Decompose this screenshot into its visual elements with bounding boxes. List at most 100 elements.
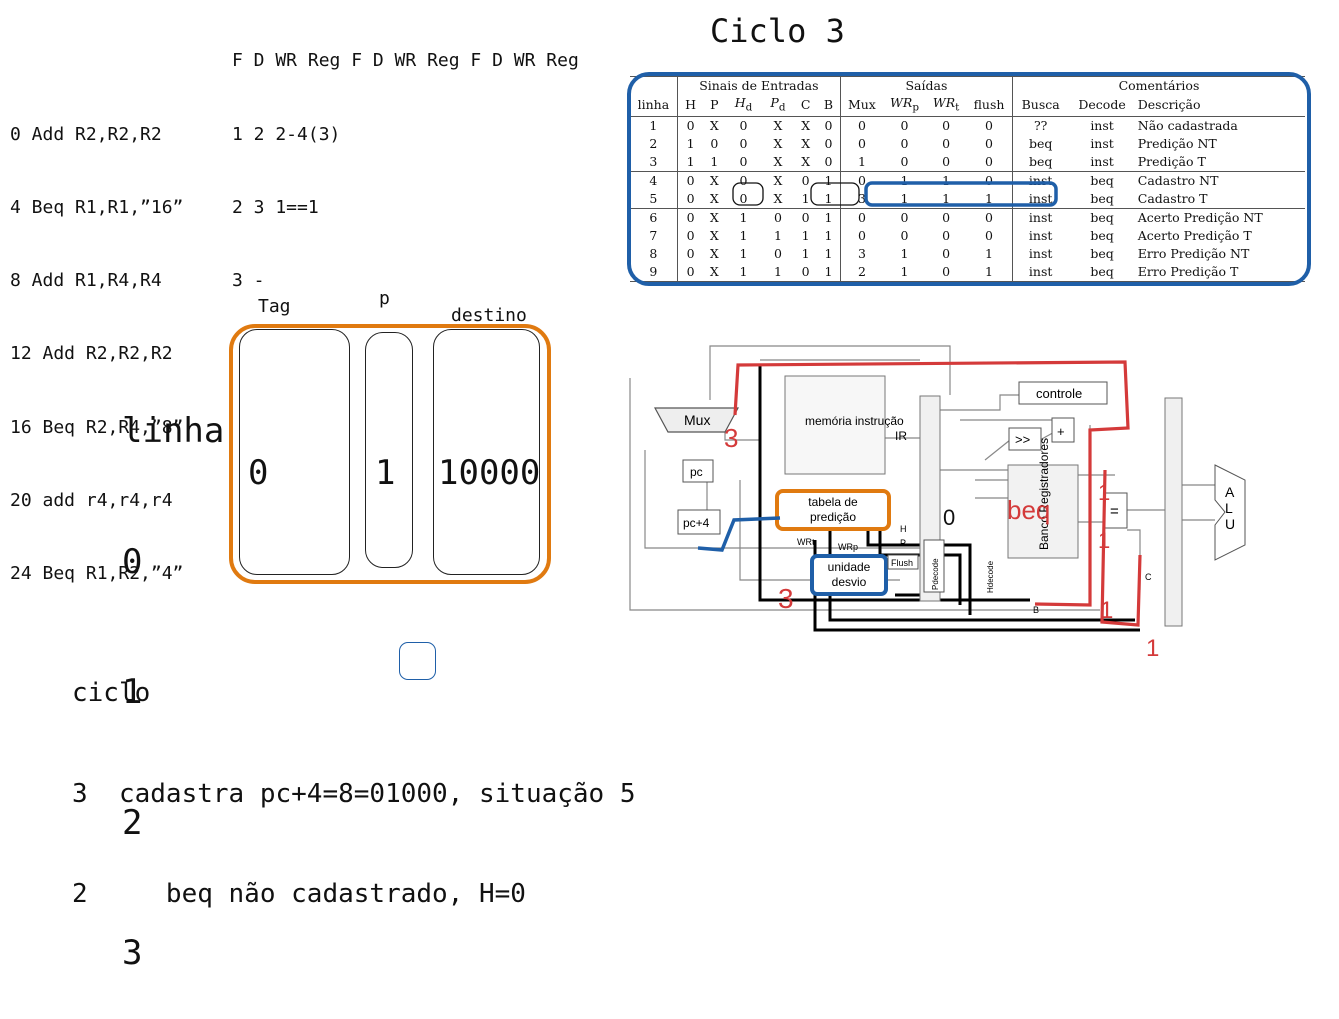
- shift-label: >>: [1015, 432, 1030, 447]
- mux-shape: [653, 407, 740, 433]
- branch-unit-annotation: 3: [778, 583, 794, 614]
- tag-column: [239, 329, 350, 575]
- table-cell: X: [761, 170, 795, 190]
- flush-label: Flush: [891, 558, 913, 568]
- instruction-memory-box: [784, 375, 886, 475]
- table-cell: 0: [686, 245, 695, 261]
- column-header: P: [703, 95, 726, 117]
- column-header: C: [794, 95, 818, 117]
- table-cell: 1: [710, 153, 719, 169]
- table-cell: 0: [739, 153, 748, 169]
- table-cell: Não cadastrada: [1137, 117, 1238, 133]
- table-cell: 1: [817, 226, 841, 245]
- pipeline-trace: 1 2 2-4(3) 2 3 1==1 3 -: [232, 74, 340, 318]
- table-cell: 0: [686, 117, 695, 133]
- row-header: linha: [122, 411, 225, 451]
- program-line: 20 add r4,r4,r4: [10, 489, 173, 511]
- table-cell: 0: [794, 170, 818, 190]
- table-cell: 0: [942, 245, 951, 261]
- table-cell: X: [801, 117, 811, 133]
- column-header: WRp: [882, 95, 927, 117]
- zero-annotation: 0: [943, 505, 955, 530]
- column-header: Hd: [725, 95, 762, 117]
- table-cell: beq: [1090, 190, 1114, 206]
- table-cell: beq: [1028, 135, 1053, 151]
- table-cell: 0: [686, 227, 695, 243]
- table-cell: X: [709, 245, 719, 261]
- table-cell: 3: [630, 152, 678, 171]
- column-header: WRt: [926, 95, 967, 117]
- table-cell: Acerto Predição T: [1137, 227, 1252, 243]
- table-cell: 0: [761, 207, 795, 227]
- row-label: 1: [122, 672, 143, 712]
- table-cell: 2: [840, 262, 883, 282]
- table-cell: 0: [710, 135, 719, 151]
- hd-highlight: [732, 182, 764, 206]
- table-cell: 0: [966, 226, 1013, 245]
- table-cell: inst: [1012, 207, 1069, 227]
- table-cell: inst: [1028, 227, 1053, 243]
- table-cell: 1: [773, 227, 782, 243]
- flush-box: [887, 554, 919, 570]
- red-annotation-paths: [733, 360, 1142, 627]
- shift-box: [1008, 427, 1042, 451]
- table-cell: 0: [942, 153, 951, 169]
- group-header: Comentários: [1012, 76, 1305, 95]
- table-cell: inst: [1012, 262, 1069, 282]
- p-column: [365, 332, 413, 568]
- table-cell: 1: [926, 170, 967, 190]
- destino-column-label: destino: [451, 305, 527, 326]
- table-cell: X: [703, 262, 726, 282]
- pipeline-trace-header: F D WR Reg F D WR Reg F D WR Reg: [232, 50, 579, 71]
- ir-label: IR: [895, 429, 907, 443]
- table-cell: 0: [677, 262, 704, 282]
- table-cell: X: [709, 117, 719, 133]
- register-bank-label: Banco Registradores: [1037, 438, 1051, 550]
- table-cell: 8: [630, 244, 678, 263]
- table-cell: inst: [1090, 135, 1114, 151]
- table-cell: 1: [817, 262, 841, 282]
- table-cell: ??: [1033, 117, 1048, 133]
- table-cell: 0: [817, 152, 841, 171]
- table-cell: X: [801, 135, 811, 151]
- control-label: controle: [1036, 386, 1082, 401]
- prediction-memory-frame: [229, 324, 551, 584]
- h-signal-label: H: [900, 524, 907, 534]
- table-cell: 0: [739, 117, 748, 133]
- table-cell: 0: [840, 170, 883, 190]
- tag-column-label: Tag: [258, 296, 291, 317]
- table-cell: 1: [857, 153, 866, 169]
- table-cell: 0: [794, 207, 818, 227]
- table-cell: Erro Predição T: [1135, 262, 1305, 282]
- table-cell: 3: [857, 190, 866, 206]
- address-digit-highlight: [399, 642, 436, 680]
- table-cell: 0: [900, 227, 909, 243]
- pipeline-register-2: [1164, 397, 1183, 627]
- instruction-memory-label: memória instrução: [805, 414, 904, 428]
- table-cell: 0: [857, 117, 866, 133]
- table-cell: beq: [1068, 207, 1136, 227]
- one-annotation: 1: [1098, 528, 1110, 553]
- table-cell: 1: [966, 262, 1013, 282]
- table-cell: beq: [1090, 245, 1114, 261]
- table-cell: 0: [677, 170, 704, 190]
- table-cell: 0: [966, 207, 1013, 227]
- table-cell: 1: [801, 227, 810, 243]
- table-cell: X: [773, 190, 783, 206]
- table-cell: 1: [725, 207, 762, 227]
- column-header: Pd: [761, 95, 795, 117]
- group-header: Saídas: [840, 76, 1013, 95]
- table-cell: 1: [761, 262, 795, 282]
- table-cell: 0: [725, 170, 762, 190]
- p-value: 1: [375, 453, 396, 493]
- table-cell: X: [709, 227, 719, 243]
- comparator-label: =: [1110, 503, 1119, 520]
- trace-line: 2 3 1==1: [232, 197, 319, 219]
- table-cell: 4: [630, 170, 678, 190]
